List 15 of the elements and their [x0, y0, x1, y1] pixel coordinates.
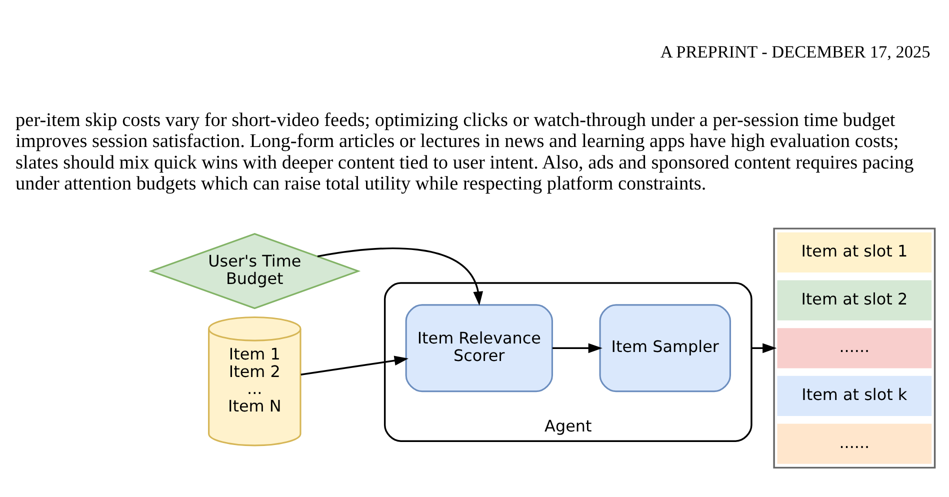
node-box: Item at slot k [777, 376, 932, 416]
node-box: Item at slot 2 [777, 280, 932, 320]
arrow [552, 343, 602, 354]
node-box: ...... [777, 424, 932, 464]
node-box: ...... [777, 328, 932, 368]
node-box: Item Relevance Scorer [405, 304, 553, 392]
label: A PREPRINT - DECEMBER 17, 2025 [660, 42, 930, 62]
arrow [751, 343, 777, 354]
arrow [317, 248, 484, 306]
cluster [773, 228, 936, 469]
node-box: Item at slot 1 [777, 232, 932, 273]
node-box: Item Sampler [599, 304, 732, 392]
arrow [300, 356, 408, 376]
node-diamond: User's Time Budget [148, 233, 361, 310]
label: per-item skip costs vary for short-video feeds; optimizing clicks or watch-through under a per-session time budget improves session satisfaction. Long-form articles or lectures in news and learning apps have high evaluation costs; slates should mix quick wins with deeper content tied to user intent. Also, ads and sponsored content requires pacing under attention budgets which can raise total utility while respecting platform constraints. [16, 110, 914, 195]
